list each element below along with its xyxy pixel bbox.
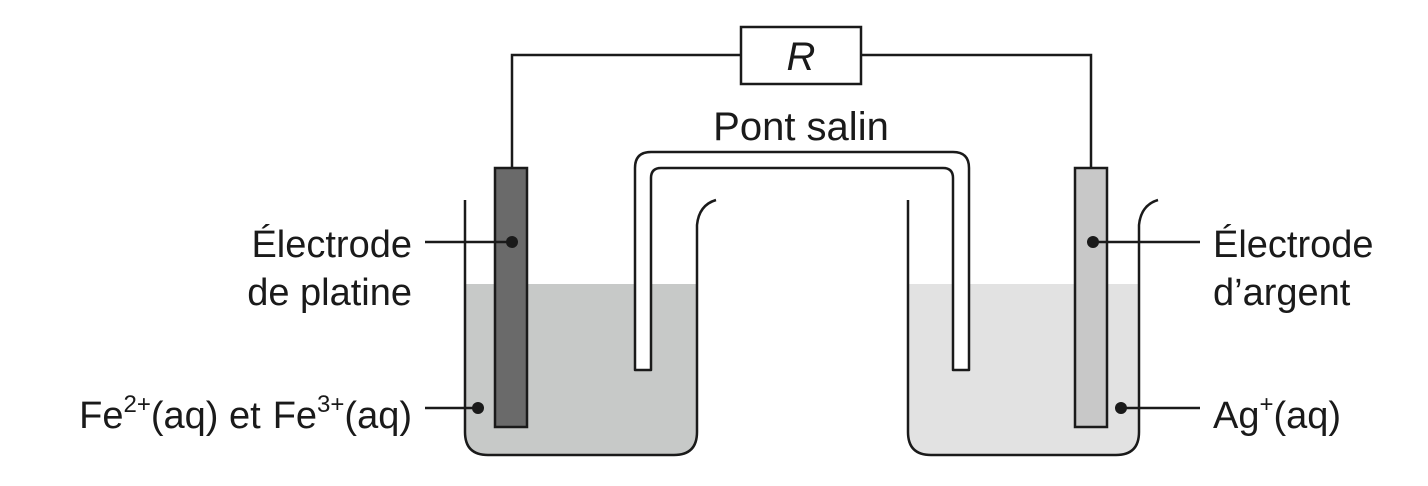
left-wire bbox=[510, 53, 741, 168]
leader-dot-right-solution bbox=[1115, 402, 1127, 414]
right-wire bbox=[861, 53, 1093, 168]
resistor-label: R bbox=[787, 35, 816, 79]
salt-bridge bbox=[633, 150, 971, 372]
right-solution-label: Ag+(aq) bbox=[1213, 391, 1341, 437]
ion-fe3-charge: 3+ bbox=[317, 391, 344, 418]
leader-dot-right-electrode bbox=[1087, 236, 1099, 248]
ion-fe2-state: (aq) et bbox=[151, 395, 261, 437]
left-electrode-label-line1: Électrode bbox=[251, 223, 412, 266]
right-beaker-wall bbox=[906, 198, 1159, 457]
ion-ag-charge: + bbox=[1259, 391, 1273, 418]
ion-ag-base: Ag bbox=[1213, 395, 1259, 437]
ion-fe2-charge: 2+ bbox=[123, 391, 150, 418]
resistor: R bbox=[739, 25, 863, 86]
ion-ag-state: (aq) bbox=[1274, 395, 1342, 437]
right-beaker bbox=[906, 198, 1159, 457]
salt-bridge-body bbox=[633, 150, 971, 372]
ion-fe2-base: Fe bbox=[79, 395, 123, 437]
leader-dot-left-electrode bbox=[506, 236, 518, 248]
right-electrode-label-line2: d’argent bbox=[1213, 272, 1351, 314]
resistor-box bbox=[739, 25, 863, 86]
platinum-electrode bbox=[493, 166, 529, 429]
right-electrode-label-line1: Électrode bbox=[1213, 223, 1374, 266]
ion-fe3-state: (aq) bbox=[344, 395, 412, 437]
left-beaker-wall bbox=[463, 198, 717, 457]
leader-lines bbox=[425, 236, 1200, 414]
salt-bridge-label: Pont salin bbox=[713, 105, 889, 149]
leader-dot-left-solution bbox=[472, 402, 484, 414]
silver-electrode bbox=[1073, 166, 1109, 429]
ion-fe3-base: Fe bbox=[273, 395, 317, 437]
external-circuit bbox=[510, 53, 1093, 168]
left-electrode-label-line2: de platine bbox=[247, 272, 412, 314]
